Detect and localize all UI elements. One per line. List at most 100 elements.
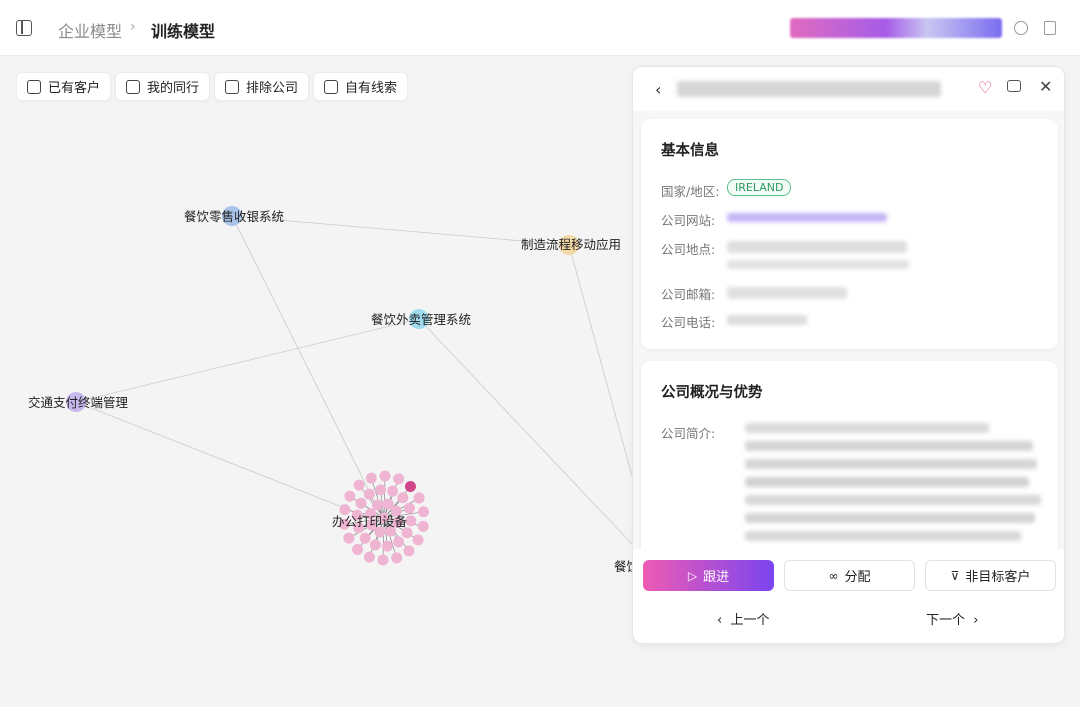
intro-redacted [745, 531, 1021, 541]
graph-node-label: 交通支付终端管理 [28, 395, 129, 410]
graph-edge [231, 215, 570, 246]
next-button[interactable]: 下一个 › [926, 609, 978, 628]
graph-node[interactable] [390, 505, 402, 517]
graph-node[interactable] [404, 481, 416, 493]
graph-node[interactable] [403, 502, 415, 514]
graph-node[interactable] [559, 235, 579, 255]
filter-label: 我的同行 [147, 81, 200, 96]
overview-card: 公司概况与优势 公司简介: [641, 361, 1058, 561]
intro-redacted [745, 441, 1033, 451]
graph-node-label: 餐饮 [614, 559, 632, 574]
filter-exclude-companies-button[interactable]: 排除公司 [214, 72, 310, 101]
chevron-left-icon[interactable]: ‹ [655, 80, 662, 99]
graph-node[interactable] [412, 534, 424, 546]
filter-existing-customers-button[interactable]: 已有客户 [16, 72, 112, 101]
graph-node[interactable] [385, 525, 397, 537]
filter-own-leads-button[interactable]: 自有线索 [313, 72, 409, 101]
graph-edge [349, 495, 385, 519]
close-icon[interactable]: ✕ [1039, 77, 1053, 96]
filter-label: 排除公司 [246, 81, 299, 96]
graph-node[interactable] [409, 309, 429, 329]
graph-node[interactable] [338, 518, 350, 530]
breadcrumb-root[interactable]: 企业模型 [58, 22, 123, 41]
thumbs-down-icon: ⊽ [950, 568, 960, 583]
graph-canvas[interactable]: 餐饮零售收银系统 制造流程移动应用 餐饮外卖管理系统 交通支付终端管理 办公打印… [0, 56, 632, 707]
panel-footer: ▷ 跟进 ∞ 分配 ⊽ 非目标客户 ‹ 上一个 下一个 › [633, 549, 1064, 643]
graph-node[interactable] [222, 206, 242, 226]
graph-node[interactable] [393, 473, 405, 485]
graph-node[interactable] [66, 392, 86, 412]
basic-info-title: 基本信息 [661, 143, 719, 159]
email-label: 公司邮箱: [661, 287, 716, 302]
graph-node[interactable] [413, 492, 425, 504]
assign-button[interactable]: ∞ 分配 [784, 560, 915, 591]
graph-node[interactable] [339, 504, 351, 516]
graph-node[interactable] [351, 509, 363, 521]
network-graph[interactable]: 餐饮零售收银系统 制造流程移动应用 餐饮外卖管理系统 交通支付终端管理 办公打印… [0, 56, 632, 707]
graph-edge [344, 517, 385, 525]
graph-node[interactable] [379, 470, 391, 482]
graph-node[interactable] [417, 520, 429, 532]
node-cluster[interactable] [338, 470, 430, 566]
graph-node[interactable] [397, 492, 409, 504]
follow-up-button[interactable]: ▷ 跟进 [643, 560, 774, 591]
graph-node[interactable] [374, 526, 386, 538]
graph-node[interactable] [371, 499, 383, 511]
graph-node[interactable] [363, 551, 375, 563]
graph-edge [383, 517, 419, 541]
graph-edge [418, 318, 632, 545]
intro-redacted [745, 513, 1035, 523]
basic-info-card: 基本信息 国家/地区: IRELAND 公司网站: 公司地点: 公司邮箱: 公司… [641, 119, 1058, 349]
graph-node[interactable] [393, 536, 405, 548]
graph-node[interactable] [418, 506, 430, 518]
graph-node[interactable] [378, 512, 390, 524]
graph-node[interactable] [365, 472, 377, 484]
graph-node[interactable] [405, 515, 417, 527]
email-redacted [727, 287, 847, 299]
graph-node[interactable] [387, 485, 399, 497]
graph-node[interactable] [343, 532, 355, 544]
filter-peers-button[interactable]: 我的同行 [115, 72, 211, 101]
history-icon[interactable] [1014, 21, 1028, 35]
graph-node[interactable] [375, 484, 387, 496]
graph-node[interactable] [377, 554, 389, 566]
user-account-bar[interactable] [790, 18, 1002, 38]
graph-node[interactable] [391, 516, 403, 528]
graph-node[interactable] [344, 490, 356, 502]
handshake-icon [27, 79, 41, 94]
comment-icon[interactable] [1007, 80, 1021, 92]
graph-node[interactable] [369, 539, 381, 551]
graph-node-label: 制造流程移动应用 [521, 237, 621, 252]
chevron-right-icon: › [973, 613, 979, 628]
graph-edge [75, 318, 420, 403]
previous-button[interactable]: ‹ 上一个 [717, 609, 769, 628]
graph-edge [383, 517, 410, 552]
graph-node[interactable] [353, 479, 365, 491]
graph-node[interactable] [352, 543, 364, 555]
filter-label: 自有线索 [345, 81, 398, 96]
not-target-button[interactable]: ⊽ 非目标客户 [925, 560, 1056, 591]
top-header: 企业模型 › 训练模型 [0, 0, 1080, 56]
graph-node[interactable] [365, 508, 377, 520]
graph-node[interactable] [403, 545, 415, 557]
assign-label: 分配 [844, 570, 871, 585]
graph-edge [383, 497, 420, 519]
graph-edge [383, 478, 399, 519]
graph-node[interactable] [401, 527, 413, 539]
graph-node[interactable] [359, 532, 371, 544]
graph-node[interactable] [353, 522, 365, 534]
heart-icon[interactable]: ♡ [978, 78, 993, 97]
graph-node[interactable] [391, 552, 403, 564]
graph-node[interactable] [363, 488, 375, 500]
book-icon[interactable] [1044, 21, 1056, 35]
graph-edge [370, 478, 385, 519]
graph-node[interactable] [355, 497, 367, 509]
graph-node[interactable] [381, 540, 393, 552]
graph-edge [231, 215, 371, 494]
graph-node[interactable] [366, 519, 378, 531]
graph-node[interactable] [382, 498, 394, 510]
graph-edge [358, 484, 385, 519]
sidebar-toggle-icon[interactable] [16, 20, 32, 36]
website-redacted[interactable] [727, 213, 887, 222]
graph-edge [383, 511, 424, 519]
